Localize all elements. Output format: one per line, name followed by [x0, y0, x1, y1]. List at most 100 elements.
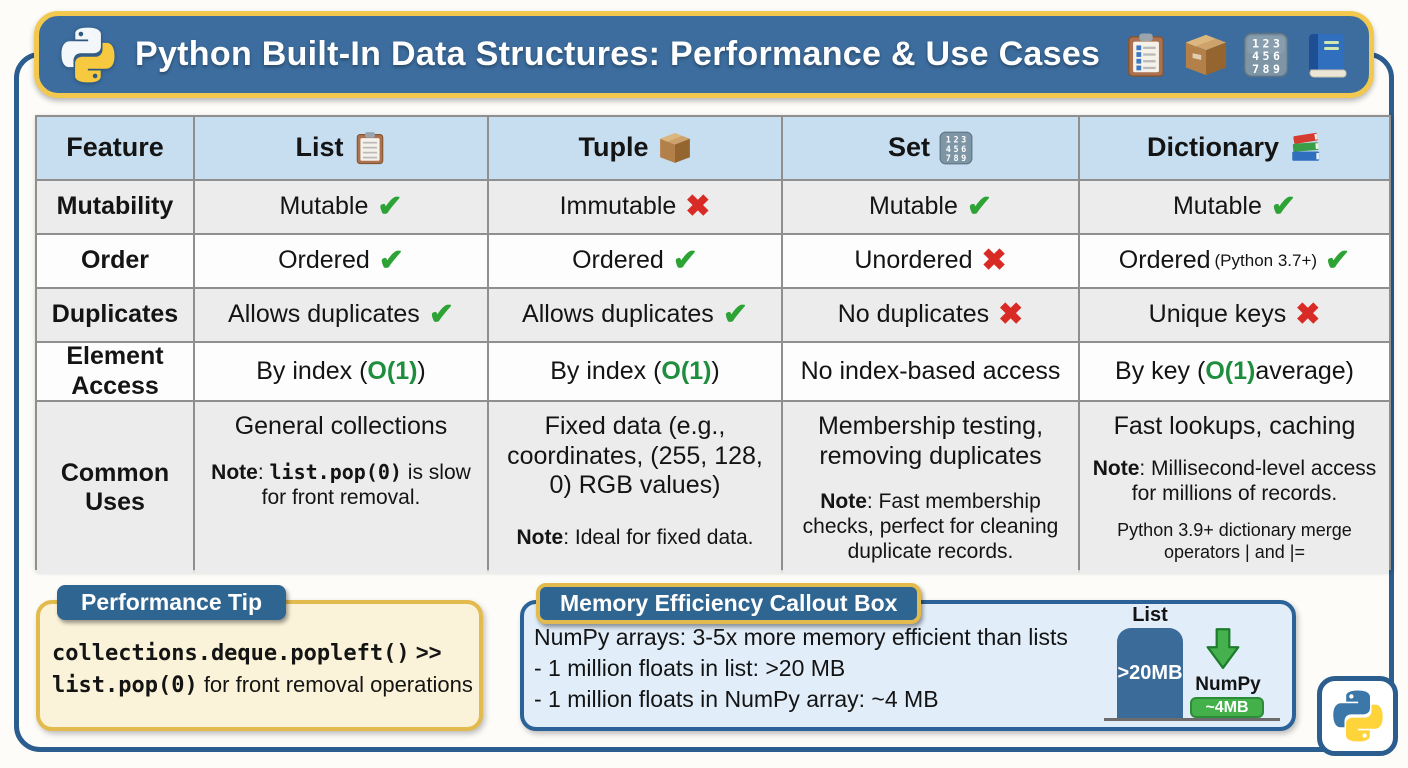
cross-icon: ✖ [981, 244, 1007, 277]
note-code: list.pop(0) [269, 459, 402, 484]
bar-value-label: ~4MB [1205, 698, 1249, 716]
cell-text: Allows duplicates [522, 300, 714, 329]
cell-element-access-dictionary: By key (O(1) average) [1080, 343, 1389, 400]
svg-text:4: 4 [1252, 49, 1259, 63]
cell-main-text: Membership testing, removing duplicates [817, 412, 1044, 470]
cell-text: Unique keys [1148, 300, 1287, 329]
column-header-label: Tuple [578, 132, 649, 163]
svg-text:4: 4 [946, 145, 951, 155]
cross-icon: ✖ [998, 298, 1024, 331]
check-icon: ✔ [722, 298, 748, 331]
memory-line-2: - 1 million floats in list: >20 MB [534, 655, 846, 681]
cell-note: Note: Ideal for fixed data. [517, 525, 754, 550]
tip-operator: >> [409, 640, 442, 665]
cell-text: By key ( [1115, 356, 1206, 385]
green-down-arrow-icon [1206, 628, 1240, 670]
check-icon: ✔ [966, 190, 993, 223]
check-icon: ✔ [672, 244, 698, 277]
cell-order-tuple: Ordered ✔ [489, 235, 781, 287]
cell-text: Ordered [1118, 246, 1211, 275]
svg-text:8: 8 [953, 154, 958, 164]
chart-list-bar: >20MB [1117, 628, 1183, 718]
check-icon: ✔ [1325, 244, 1351, 277]
cell-text: Ordered [572, 246, 664, 275]
note-sep: : [257, 460, 270, 484]
memory-efficiency-tab: Memory Efficiency Callout Box [536, 583, 922, 624]
cell-main-text: General collections [234, 412, 448, 440]
row-label-duplicates: Duplicates [37, 289, 193, 341]
blue-book-icon [1309, 33, 1347, 77]
cell-subtext: (Python 3.7+) [1214, 250, 1318, 270]
performance-tip-tab: Performance Tip [57, 585, 287, 620]
row-label-element-access: Element Access [37, 342, 193, 400]
cell-text: Immutable [559, 192, 677, 221]
cell-mutability-list: Mutable ✔ [195, 181, 487, 233]
column-header-list: List [195, 117, 487, 179]
cell-duplicates-dictionary: Unique keys ✖ [1080, 289, 1389, 341]
cell-common-uses-set: Membership testing, removing duplicates … [783, 402, 1078, 574]
column-header-feature: Feature [37, 117, 193, 179]
row-label-text: Duplicates [51, 300, 179, 329]
python-logo-icon [61, 27, 115, 82]
svg-text:6: 6 [1273, 49, 1280, 63]
cell-text: ) [711, 356, 720, 385]
cell-element-access-list: By index (O(1)) [195, 343, 487, 400]
cell-order-dictionary: Ordered (Python 3.7+) ✔ [1080, 235, 1389, 287]
svg-text:7: 7 [946, 154, 951, 164]
cell-text: Ordered [278, 246, 370, 275]
svg-text:3: 3 [1273, 36, 1280, 50]
row-label-text: Common Uses [60, 458, 170, 517]
python-badge [1317, 676, 1398, 756]
clipboard-icon [356, 132, 383, 165]
memory-line-3: - 1 million floats in NumPy array: ~4 MB [534, 686, 939, 712]
svg-text:3: 3 [961, 136, 966, 146]
clipboard-icon [1128, 32, 1164, 77]
books-icon [1292, 132, 1320, 161]
row-label-text: Element Access [66, 342, 164, 400]
cell-order-set: Unordered ✖ [783, 235, 1078, 287]
row-label-text: Mutability [56, 192, 174, 221]
cell-text: Allows duplicates [228, 300, 420, 329]
note-label: Note [211, 460, 258, 484]
cell-note: Note: Millisecond-level access for milli… [1092, 456, 1377, 506]
row-label-order: Order [37, 235, 193, 287]
cell-mutability-tuple: Immutable ✖ [489, 181, 781, 233]
tip-text: for front removal operations [197, 672, 473, 697]
svg-text:5: 5 [953, 145, 958, 155]
cross-icon: ✖ [685, 190, 711, 223]
python-logo-icon [1332, 690, 1383, 742]
svg-text:1: 1 [1252, 36, 1259, 50]
chart-numpy-label: NumPy [1195, 674, 1261, 695]
svg-text:9: 9 [1273, 61, 1280, 75]
column-header-dictionary: Dictionary [1080, 117, 1389, 179]
cell-element-access-set: No index-based access [783, 343, 1078, 400]
note-text: : Ideal for fixed data. [563, 525, 754, 549]
cell-duplicates-set: No duplicates ✖ [783, 289, 1078, 341]
column-header-label: List [295, 132, 344, 163]
cell-extra-text: Python 3.9+ dictionary merge operators |… [1117, 519, 1352, 562]
cell-common-uses-dictionary: Fast lookups, caching Note: Millisecond-… [1080, 402, 1389, 574]
check-icon: ✔ [378, 244, 404, 277]
svg-text:6: 6 [961, 145, 966, 155]
note-text: is slow for front removal. [261, 460, 471, 509]
svg-text:8: 8 [1263, 61, 1270, 75]
cell-text: By index ( [550, 356, 662, 385]
cell-main-text: Fast lookups, caching [1113, 412, 1356, 440]
tip-line-1: collections.deque.popleft() >> [52, 637, 473, 669]
cell-text: Mutable [279, 192, 369, 221]
cell-note: Note: Fast membership checks, perfect fo… [795, 489, 1066, 564]
memory-efficiency-content: NumPy arrays: 3-5x more memory efficient… [534, 622, 1068, 715]
cell-common-uses-tuple: Fixed data (e.g., coordinates, (255, 128… [489, 402, 781, 574]
package-icon [1185, 34, 1227, 75]
memory-line-1: NumPy arrays: 3-5x more memory efficient… [534, 624, 1068, 650]
svg-text:2: 2 [953, 136, 958, 146]
svg-text:9: 9 [961, 154, 966, 164]
column-header-label: Dictionary [1146, 132, 1280, 163]
header-banner: Python Built-In Data Structures: Perform… [34, 11, 1374, 98]
row-label-text: Order [80, 246, 150, 275]
note-label: Note [820, 490, 867, 513]
svg-text:1: 1 [946, 136, 951, 146]
svg-text:2: 2 [1263, 36, 1270, 50]
